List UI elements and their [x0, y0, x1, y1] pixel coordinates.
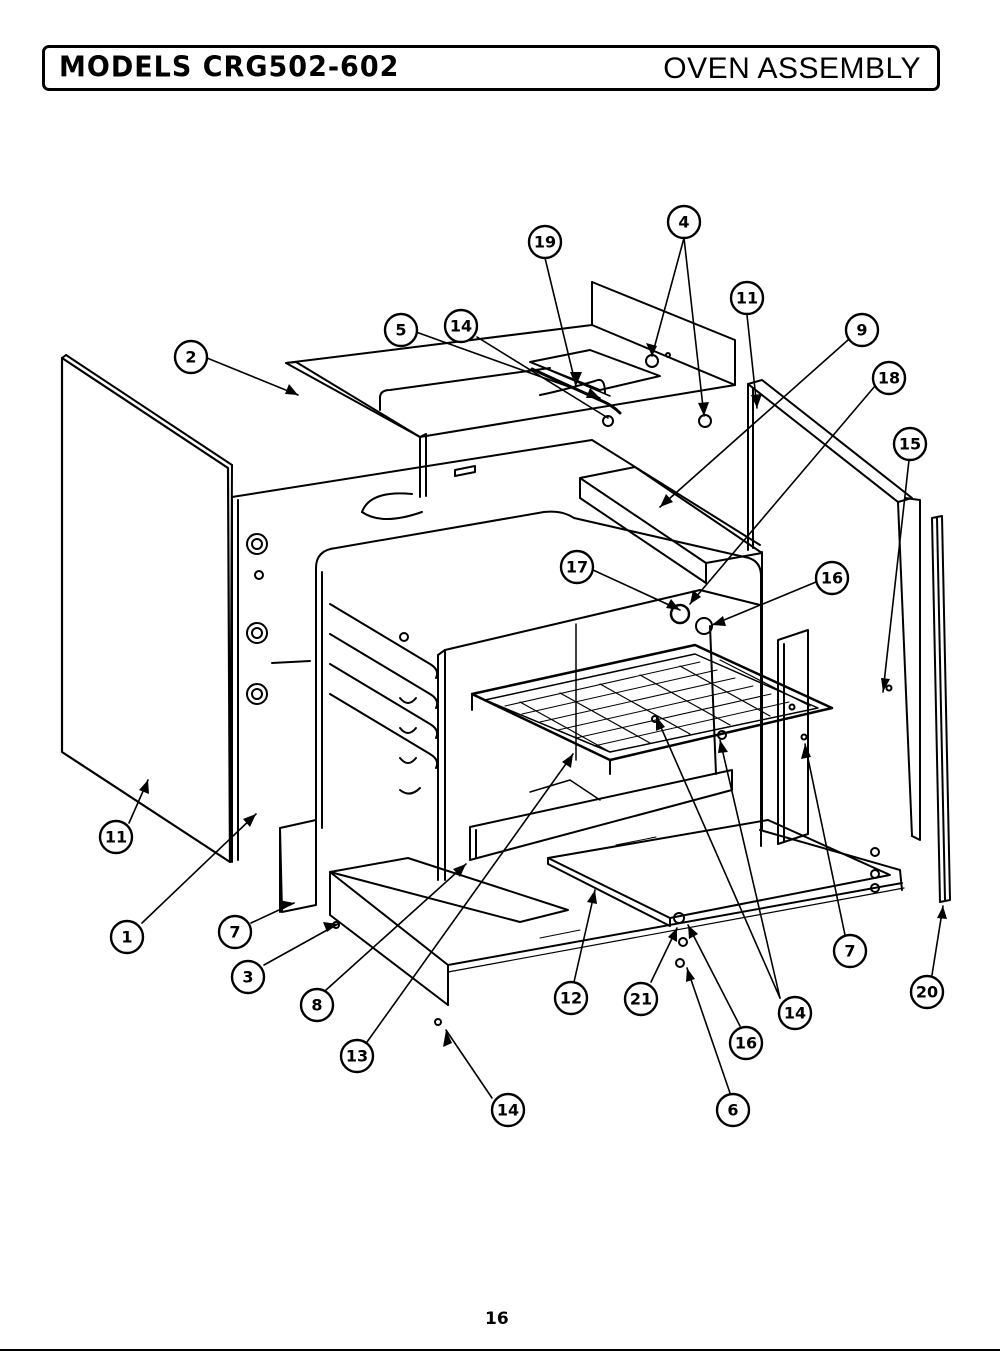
svg-text:19: 19 — [534, 233, 556, 252]
callout-4: 4 — [666, 204, 702, 240]
svg-text:1: 1 — [121, 928, 132, 947]
oven-outer-wrapper — [231, 439, 761, 863]
callout-20: 20 — [909, 974, 945, 1010]
arrowheads — [139, 343, 947, 1047]
bottom-rule — [0, 1349, 1000, 1351]
bottom-plate — [547, 819, 891, 927]
callout-9: 9 — [844, 312, 880, 348]
svg-text:4: 4 — [678, 213, 689, 232]
callout-18: 18 — [871, 360, 907, 396]
svg-text:14: 14 — [784, 1004, 806, 1023]
callout-8: 8 — [299, 987, 335, 1023]
svg-text:16: 16 — [735, 1034, 757, 1053]
callout-5: 5 — [383, 312, 419, 348]
callout-bubbles: 19 4 5 14 11 9 2 18 15 17 16 11 1 7 3 8 … — [98, 204, 945, 1128]
small-panels — [279, 629, 809, 913]
svg-text:18: 18 — [878, 369, 900, 388]
callout-11-left: 11 — [98, 819, 134, 855]
svg-text:11: 11 — [105, 828, 127, 847]
sensor-bulb — [669, 603, 717, 775]
door-trim-strip — [931, 515, 951, 903]
svg-text:5: 5 — [395, 321, 406, 340]
header-bar: MODELS CRG502-602 OVEN ASSEMBLY — [42, 45, 940, 91]
section-title: OVEN ASSEMBLY — [663, 52, 921, 85]
callout-11-right: 11 — [729, 280, 765, 316]
leader-lines — [128, 237, 944, 1099]
oven-rack — [470, 623, 834, 801]
callout-14-top: 14 — [443, 308, 479, 344]
callout-14-bottom: 14 — [490, 1092, 526, 1128]
svg-text:15: 15 — [899, 435, 921, 454]
callout-15: 15 — [892, 426, 928, 462]
right-side-panel — [747, 379, 921, 841]
svg-text:16: 16 — [821, 569, 843, 588]
callout-16-top: 16 — [814, 560, 850, 596]
page-number: 16 — [485, 1309, 509, 1329]
svg-text:9: 9 — [856, 321, 867, 340]
callout-16-bottom: 16 — [728, 1025, 764, 1061]
svg-text:13: 13 — [346, 1047, 368, 1066]
svg-text:14: 14 — [450, 317, 472, 336]
callout-6: 6 — [715, 1092, 751, 1128]
svg-text:17: 17 — [566, 558, 588, 577]
top-burner-box — [285, 281, 736, 498]
callout-14-right: 14 — [777, 995, 813, 1031]
callout-17: 17 — [559, 549, 595, 585]
svg-text:3: 3 — [242, 968, 253, 987]
svg-text:6: 6 — [727, 1101, 738, 1120]
svg-text:8: 8 — [311, 996, 322, 1015]
callout-7-right: 7 — [832, 933, 868, 969]
oven-liner — [315, 510, 763, 881]
svg-text:12: 12 — [560, 989, 582, 1008]
svg-text:11: 11 — [736, 289, 758, 308]
callout-21: 21 — [623, 981, 659, 1017]
svg-text:21: 21 — [630, 990, 652, 1009]
callout-13: 13 — [339, 1038, 375, 1074]
callout-3: 3 — [230, 959, 266, 995]
screws — [332, 684, 893, 1026]
svg-text:2: 2 — [185, 348, 196, 367]
callout-12: 12 — [553, 980, 589, 1016]
callout-7-left: 7 — [217, 914, 253, 950]
svg-text:7: 7 — [229, 923, 240, 942]
model-label: MODELS CRG502-602 — [59, 51, 400, 84]
svg-text:7: 7 — [844, 942, 855, 961]
svg-text:14: 14 — [497, 1101, 519, 1120]
callout-1: 1 — [109, 919, 145, 955]
svg-text:20: 20 — [916, 983, 938, 1002]
callout-19: 19 — [527, 224, 563, 260]
callout-2: 2 — [173, 339, 209, 375]
